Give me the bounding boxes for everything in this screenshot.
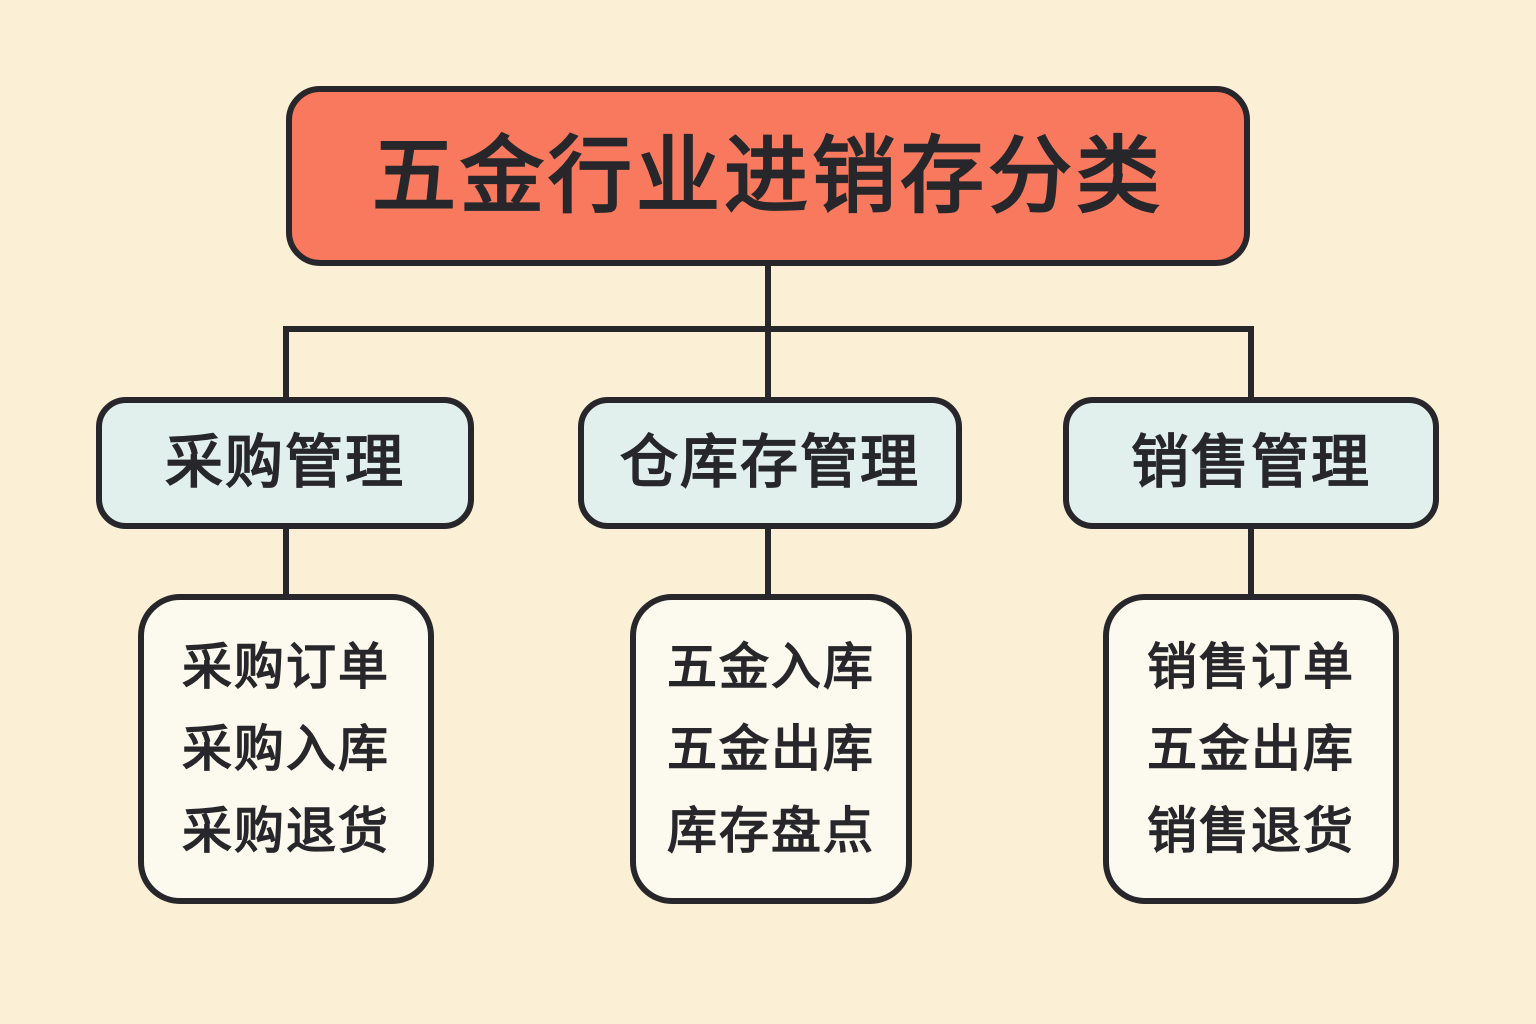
leaf-node-purchase-items: 采购订单 采购入库 采购退货 bbox=[138, 594, 434, 904]
leaf-item: 采购入库 bbox=[182, 721, 390, 777]
branch-label: 采购管理 bbox=[164, 430, 405, 495]
leaf-node-sales-items: 销售订单 五金出库 销售退货 bbox=[1103, 594, 1399, 904]
branch-node-sales-management: 销售管理 bbox=[1063, 397, 1439, 529]
connector-drop-branch-2 bbox=[765, 326, 771, 402]
root-node-label: 五金行业进销存分类 bbox=[371, 129, 1164, 223]
leaf-item: 五金入库 bbox=[667, 639, 875, 695]
connector-drop-branch-1 bbox=[283, 326, 289, 402]
connector-branch2-leaf2 bbox=[765, 524, 771, 599]
branch-node-warehouse-management: 仓库存管理 bbox=[578, 397, 962, 529]
branch-label: 仓库存管理 bbox=[619, 430, 920, 495]
root-node-inventory-classification: 五金行业进销存分类 bbox=[286, 86, 1250, 266]
leaf-item: 销售订单 bbox=[1147, 639, 1355, 695]
leaf-item: 采购退货 bbox=[182, 803, 390, 859]
connector-root-stem bbox=[765, 260, 771, 332]
leaf-item: 库存盘点 bbox=[667, 803, 875, 859]
leaf-item: 销售退货 bbox=[1147, 803, 1355, 859]
leaf-node-warehouse-items: 五金入库 五金出库 库存盘点 bbox=[630, 594, 912, 904]
leaf-item: 采购订单 bbox=[182, 639, 390, 695]
branch-label: 销售管理 bbox=[1130, 430, 1371, 495]
leaf-item: 五金出库 bbox=[667, 721, 875, 777]
branch-node-purchase-management: 采购管理 bbox=[96, 397, 474, 529]
connector-branch1-leaf1 bbox=[283, 524, 289, 599]
connector-branch3-leaf3 bbox=[1248, 524, 1254, 599]
connector-drop-branch-3 bbox=[1248, 326, 1254, 402]
leaf-item: 五金出库 bbox=[1147, 721, 1355, 777]
